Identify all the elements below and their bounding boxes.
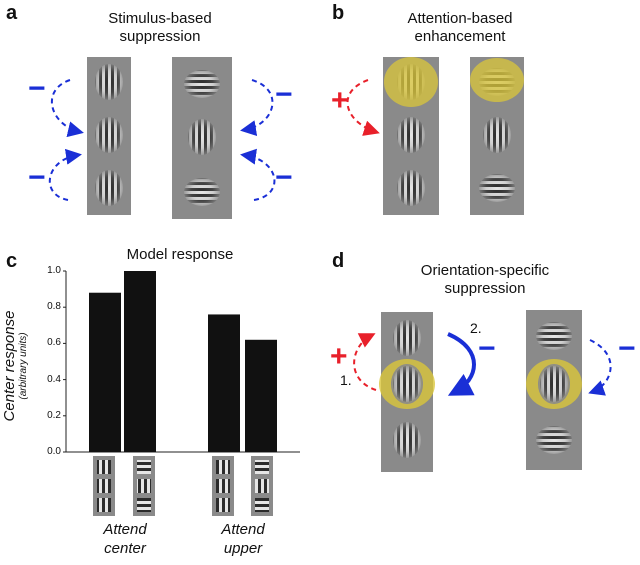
category-label-line1: Attend <box>103 521 147 538</box>
panel-b-stimulus-right <box>470 57 524 215</box>
panel-a-title-line1: Stimulus-based <box>108 10 212 27</box>
panel-d-title-line2: suppression <box>444 280 526 297</box>
attention-spot <box>470 58 524 102</box>
panel-a-letter: a <box>6 2 18 24</box>
bar <box>245 339 277 452</box>
y-tick-label: 0.2 <box>47 409 61 421</box>
panel-c-letter: c <box>6 250 18 272</box>
panel-d-step-1: 1. <box>340 372 352 388</box>
panel-d-title: Orientation-specific suppression <box>395 262 575 298</box>
chart-title: Model response <box>126 246 234 263</box>
panel-d-arrow-suppression-strong <box>447 332 476 396</box>
y-tick-label: 1.0 <box>47 265 61 276</box>
panel-a-arrow-lower-left <box>48 148 82 201</box>
attention-spot <box>384 57 438 107</box>
panel-d-minus-center: − <box>478 332 496 365</box>
panel-a-title: Stimulus-based suppression <box>80 10 240 46</box>
category-label-attend-center: Attend center <box>80 520 170 558</box>
category-label-line2: upper <box>223 540 263 557</box>
category-label-line2: center <box>104 540 146 557</box>
panel-d-step-2: 2. <box>470 320 482 336</box>
bar <box>208 314 240 452</box>
panel-c-title: Model response <box>90 246 270 264</box>
panel-b-stimulus-left <box>383 57 439 215</box>
panel-d-stimulus-left <box>379 312 435 472</box>
panel-b-title-line1: Attention-based <box>407 10 513 27</box>
y-tick-label: 0.8 <box>47 301 61 313</box>
thumb-attend-upper-2 <box>251 456 273 516</box>
panel-d-stimulus-right <box>526 310 582 470</box>
y-axis-title: Center response <box>1 310 18 422</box>
panel-d-plus: + <box>330 340 348 373</box>
panel-a-minus-lower-right: − <box>275 161 293 194</box>
thumb-attend-upper-1 <box>212 456 234 516</box>
panel-b-letter: b <box>332 2 345 24</box>
panel-a-stimulus-left <box>87 57 131 215</box>
panel-a-stimulus-right <box>172 57 232 219</box>
panel-b-title-line2: enhancement <box>414 28 506 45</box>
panel-a-arrow-lower-right <box>240 148 276 201</box>
panel-d-arrow-suppression-weak <box>588 339 612 396</box>
panel-b-title: Attention-based enhancement <box>380 10 540 46</box>
y-tick-label: 0.6 <box>47 337 61 349</box>
y-axis-subtitle: (arbitrary units) <box>18 332 29 400</box>
bar <box>89 292 121 452</box>
thumb-attend-center-1 <box>93 456 115 516</box>
bar <box>124 271 156 452</box>
panel-b-arrow <box>346 79 380 136</box>
panel-d-minus-right: − <box>618 332 636 365</box>
panel-a-arrow-upper-left <box>50 79 84 138</box>
bar-chart <box>63 270 300 453</box>
panel-d-title-line1: Orientation-specific <box>420 262 550 279</box>
y-tick-label: 0.4 <box>47 373 61 385</box>
chart-y-axis-label: Center response (arbitrary units) <box>1 266 29 466</box>
y-tick-label: 0.0 <box>47 446 61 457</box>
panel-a-minus-upper-right: − <box>275 78 293 111</box>
panel-a-title-line2: suppression <box>119 28 201 45</box>
thumb-attend-center-2 <box>133 456 155 516</box>
panel-a-arrow-upper-right <box>240 79 274 136</box>
category-label-line1: Attend <box>221 521 265 538</box>
panel-a-minus-upper-left: − <box>28 72 46 105</box>
panel-d-arrow-enhancement <box>353 333 377 391</box>
panel-d-letter: d <box>332 250 345 272</box>
panel-a-minus-lower-left: − <box>28 161 46 194</box>
panel-b-plus: + <box>331 84 349 117</box>
category-label-attend-upper: Attend upper <box>198 520 288 558</box>
